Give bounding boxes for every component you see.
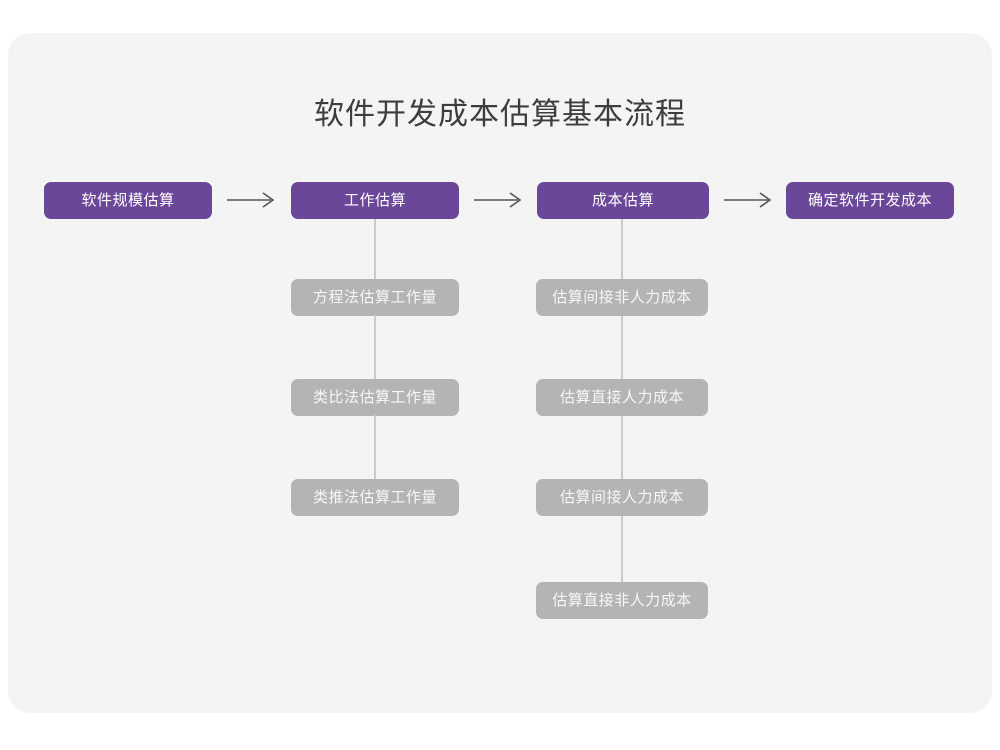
branch-effort-item-2[interactable]: 类推法估算工作量 bbox=[291, 479, 459, 516]
flow-step-label: 确定软件开发成本 bbox=[807, 192, 932, 209]
branch-cost-item-1[interactable]: 估算直接人力成本 bbox=[536, 379, 708, 416]
flow-step-label: 工作估算 bbox=[343, 192, 406, 209]
branch-item-label: 估算间接人力成本 bbox=[559, 489, 684, 506]
connector-line-cost-1 bbox=[621, 219, 623, 280]
diagram-card-background bbox=[8, 33, 992, 713]
branch-item-label: 估算间接非人力成本 bbox=[552, 289, 692, 306]
connector-line-effort-2 bbox=[374, 315, 376, 379]
arrow-right-icon-2 bbox=[473, 189, 525, 211]
arrow-right-icon-3 bbox=[723, 189, 775, 211]
flow-step-cost-estimation[interactable]: 成本估算 bbox=[537, 182, 709, 219]
flow-step-software-scale-estimation[interactable]: 软件规模估算 bbox=[44, 182, 212, 219]
branch-cost-item-3[interactable]: 估算直接非人力成本 bbox=[536, 582, 708, 619]
connector-line-cost-3 bbox=[621, 416, 623, 479]
branch-item-label: 类推法估算工作量 bbox=[312, 489, 437, 506]
branch-item-label: 类比法估算工作量 bbox=[312, 389, 437, 406]
flow-step-label: 软件规模估算 bbox=[81, 192, 175, 209]
flow-step-label: 成本估算 bbox=[591, 192, 654, 209]
branch-cost-item-0[interactable]: 估算间接非人力成本 bbox=[536, 279, 708, 316]
arrow-right-icon-1 bbox=[226, 189, 278, 211]
flow-step-determine-development-cost[interactable]: 确定软件开发成本 bbox=[786, 182, 954, 219]
branch-item-label: 估算直接人力成本 bbox=[559, 389, 684, 406]
branch-cost-item-2[interactable]: 估算间接人力成本 bbox=[536, 479, 708, 516]
branch-item-label: 估算直接非人力成本 bbox=[552, 592, 692, 609]
branch-item-label: 方程法估算工作量 bbox=[312, 289, 437, 306]
page-title: 软件开发成本估算基本流程 bbox=[314, 98, 686, 131]
connector-line-cost-4 bbox=[621, 516, 623, 582]
connector-line-cost-2 bbox=[621, 316, 623, 379]
branch-effort-item-1[interactable]: 类比法估算工作量 bbox=[291, 379, 459, 416]
branch-effort-item-0[interactable]: 方程法估算工作量 bbox=[291, 279, 459, 316]
flow-step-effort-estimation[interactable]: 工作估算 bbox=[291, 182, 459, 219]
connector-line-effort-1 bbox=[374, 219, 376, 281]
connector-line-effort-3 bbox=[374, 415, 376, 479]
